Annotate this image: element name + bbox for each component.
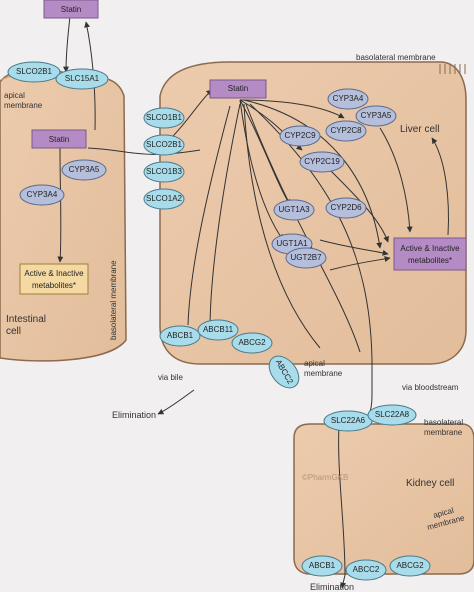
liver-enzymes: CYP3A4 CYP3A5 CYP2C9 CYP2C8 CYP2C19 UGT1… — [271, 88, 397, 269]
via-bloodstream-label: via bloodstream — [402, 383, 459, 392]
intestinal-cell-label-2: cell — [6, 326, 21, 337]
liver-apical-label-1: apical — [304, 359, 325, 368]
kidney-cell — [293, 423, 474, 575]
svg-text:UGT2B7: UGT2B7 — [290, 253, 322, 262]
svg-text:SLC22A8: SLC22A8 — [375, 410, 410, 419]
statin-box-intestine: Statin — [31, 129, 87, 149]
via-bile-label: via bile — [158, 373, 183, 382]
svg-text:Active & Inactive: Active & Inactive — [24, 269, 84, 278]
svg-text:SLCO2B1: SLCO2B1 — [16, 67, 53, 76]
svg-text:CYP2C9: CYP2C9 — [284, 131, 316, 140]
intestine-basolateral-label: basolateral membrane — [109, 260, 118, 340]
svg-text:CYP2D6: CYP2D6 — [330, 203, 362, 212]
svg-text:CYP3A5: CYP3A5 — [361, 111, 392, 120]
svg-text:ABCB11: ABCB11 — [203, 325, 234, 334]
svg-text:ABCG2: ABCG2 — [238, 338, 266, 347]
elimination-bile-label: Elimination — [112, 410, 156, 420]
statin-top-label: Statin — [61, 5, 81, 14]
svg-text:SLCO1A2: SLCO1A2 — [146, 194, 183, 203]
kidney-basolateral-label-2: membrane — [424, 428, 463, 437]
svg-text:Active & Inactive: Active & Inactive — [400, 244, 460, 253]
svg-text:CYP2C19: CYP2C19 — [304, 157, 340, 166]
svg-text:Statin: Statin — [228, 84, 248, 93]
statin-box-top: Statin — [43, 0, 99, 19]
elimination-kidney-label: Elimination — [310, 582, 354, 592]
liver-efflux-transporters: ABCB1 ABCB11 ABCG2 ABCC2 — [159, 319, 300, 389]
kidney-uptake-transporters: SLC22A6 SLC22A8 — [323, 404, 417, 432]
metabolites-box-intestine: Active & Inactive metabolites* — [19, 263, 89, 295]
liver-cell-label: Liver cell — [400, 124, 439, 135]
kidney-cell-label: Kidney cell — [406, 478, 454, 489]
svg-text:SLC22A6: SLC22A6 — [331, 416, 366, 425]
svg-text:CYP2C8: CYP2C8 — [330, 126, 362, 135]
svg-text:SLC15A1: SLC15A1 — [65, 74, 100, 83]
svg-text:ABCB1: ABCB1 — [167, 331, 194, 340]
statin-box-liver: Statin — [209, 79, 267, 99]
enzyme-cyp3a4-intestine: CYP3A4 — [19, 184, 65, 206]
liver-uptake-transporters: SLCO1B1 SLCO2B1 SLCO1B3 SLCO1A2 — [143, 107, 185, 210]
svg-text:metabolites*: metabolites* — [408, 256, 452, 265]
svg-text:ABCG2: ABCG2 — [396, 561, 424, 570]
svg-text:CYP3A4: CYP3A4 — [333, 94, 364, 103]
intestine-apical-label-1: apical — [4, 91, 25, 100]
svg-text:SLCO1B3: SLCO1B3 — [146, 167, 183, 176]
svg-text:UGT1A1: UGT1A1 — [276, 239, 308, 248]
svg-text:SLCO2B1: SLCO2B1 — [146, 140, 183, 149]
svg-text:ABCC2: ABCC2 — [353, 565, 380, 574]
svg-text:UGT1A3: UGT1A3 — [278, 205, 310, 214]
transporter-slco2b1-intestine: SLCO2B1 — [7, 61, 61, 83]
pharmgkb-watermark: ©PharmGKB — [302, 473, 348, 482]
svg-text:CYP3A5: CYP3A5 — [69, 165, 100, 174]
kidney-efflux-transporters: ABCB1 ABCC2 ABCG2 — [301, 555, 431, 581]
svg-text:CYP3A4: CYP3A4 — [27, 190, 58, 199]
kidney-basolateral-label-1: basolateral — [424, 418, 463, 427]
svg-text:metabolites*: metabolites* — [32, 281, 76, 290]
liver-basolateral-label: basolateral membrane — [356, 53, 436, 62]
svg-text:Statin: Statin — [49, 135, 69, 144]
metabolites-box-liver: Active & Inactive metabolites* — [393, 237, 467, 271]
transporter-slc15a1: SLC15A1 — [55, 68, 109, 90]
enzyme-cyp3a5-intestine: CYP3A5 — [61, 159, 107, 181]
intestine-apical-label-2: membrane — [4, 101, 43, 110]
svg-text:SLCO1B1: SLCO1B1 — [146, 113, 183, 122]
intestinal-cell-label-1: Intestinal — [6, 314, 46, 325]
svg-text:ABCB1: ABCB1 — [309, 561, 336, 570]
liver-apical-label-2: membrane — [304, 369, 343, 378]
